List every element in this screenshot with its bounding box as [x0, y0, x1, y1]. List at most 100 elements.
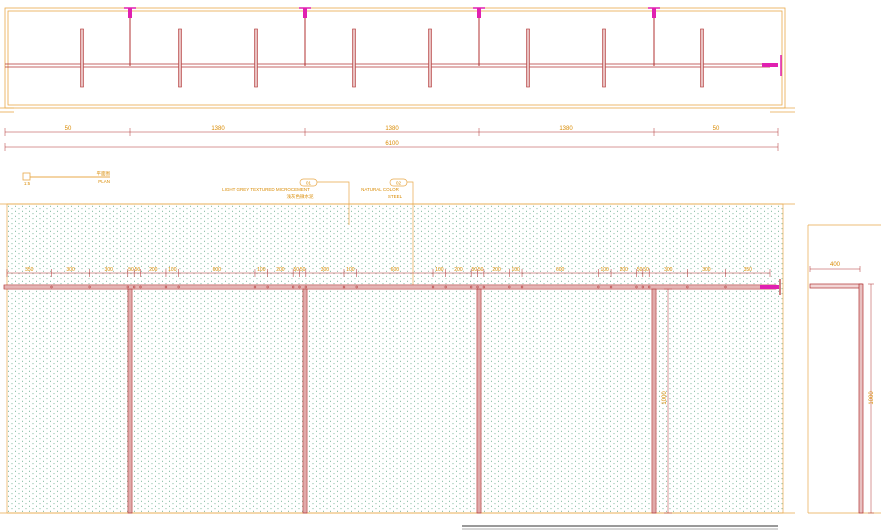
- elev-dim-text-4: 50: [128, 267, 134, 273]
- elev-dim-text-13: 300: [321, 267, 330, 273]
- plan-dimension-ticks: [4, 128, 779, 151]
- elev-dim-text-11: 50: [294, 267, 300, 273]
- elev-dim-text-18: 50: [472, 267, 478, 273]
- elev-dim-text-19: 50: [478, 267, 484, 273]
- section-width-text: 400: [830, 262, 841, 268]
- plan-dim-3: 1380: [385, 126, 399, 132]
- elev-dim-text-26: 50: [643, 267, 649, 273]
- callout-microcement-tag: 01: [306, 181, 312, 186]
- plan-picket-6: [526, 28, 530, 88]
- rail-marker-8: [253, 285, 257, 289]
- elev-dim-text-6: 200: [149, 267, 158, 273]
- rail-marker-6: [164, 285, 168, 289]
- elevation-height-dimension: 1000: [662, 288, 672, 514]
- rail-marker-22: [597, 285, 600, 289]
- elev-dim-text-28: 300: [702, 267, 711, 273]
- rail-marker-26: [647, 285, 651, 289]
- plan-inner-outline: [7, 10, 783, 106]
- handrail-end-cap-magenta: [760, 285, 779, 289]
- callout-microcement-line1: LIGHT GREY TEXTURED MICROCEMENT: [222, 187, 310, 192]
- elevation-posts: [127, 288, 657, 514]
- microcement-wall: [6, 203, 784, 514]
- elev-dim-text-8: 600: [213, 267, 222, 273]
- plan-view: [0, 7, 795, 113]
- plan-picket-1: [80, 28, 84, 88]
- elev-dim-text-5: 50: [135, 267, 141, 273]
- plan-dim-5: 50: [713, 126, 720, 132]
- plan-dim-4: 1380: [559, 126, 573, 132]
- elev-dim-text-25: 50: [637, 267, 643, 273]
- plan-dim-total: 6100: [385, 141, 399, 147]
- rail-marker-11: [298, 285, 301, 289]
- plan-label: 1:5 平面图 PLAN: [22, 171, 111, 186]
- elev-dim-text-12: 50: [300, 267, 306, 273]
- plan-picket-5: [428, 28, 432, 88]
- plan-label-title: 平面图: [97, 171, 111, 177]
- rail-marker-2: [88, 285, 91, 289]
- plan-label-subtitle: PLAN: [98, 179, 110, 184]
- rail-marker-3: [126, 285, 130, 289]
- elev-dim-text-10: 200: [276, 267, 285, 273]
- elev-dim-text-15: 600: [391, 267, 400, 273]
- rail-marker-13: [342, 285, 346, 289]
- rail-marker-24: [635, 285, 638, 289]
- callout-steel-line2: STEEL: [388, 194, 403, 199]
- elevation-dimension-ticks: [6, 269, 771, 277]
- elev-dim-text-20: 200: [492, 267, 501, 273]
- section-rail: [809, 283, 863, 289]
- rail-marker-12: [304, 285, 308, 289]
- elev-dim-text-21: 100: [511, 267, 520, 273]
- rail-marker-20: [508, 285, 511, 289]
- rail-marker-14: [355, 285, 358, 289]
- plan-rail-end-magenta: [762, 63, 778, 67]
- rail-marker-28: [724, 285, 727, 289]
- plan-picket-2: [178, 28, 182, 88]
- plan-rail: [5, 63, 770, 68]
- callout-steel-tag: 02: [396, 181, 402, 186]
- handrail-picket-markers: [50, 285, 727, 289]
- callout-steel-line1: NATURAL COLOR: [361, 187, 400, 192]
- elev-dim-text-27: 300: [664, 267, 673, 273]
- plan-post-cap-1: [128, 8, 132, 18]
- rail-marker-1: [50, 285, 53, 289]
- plan-dimension-texts: 50 1380 1380 1380 50 6100: [65, 126, 720, 147]
- elev-dim-text-24: 200: [620, 267, 629, 273]
- rail-marker-7: [177, 285, 180, 289]
- handrail: [3, 279, 781, 295]
- rail-marker-25: [641, 285, 645, 289]
- rail-marker-21: [520, 285, 524, 289]
- rail-marker-18: [476, 285, 479, 289]
- plan-dim-2: 1380: [211, 126, 225, 132]
- elev-dim-text-7: 100: [168, 267, 177, 273]
- callout-microcement-line2: 浅灰色微水泥: [287, 193, 314, 200]
- rail-marker-4: [132, 285, 136, 289]
- plan-dim-1: 50: [65, 126, 72, 132]
- elev-dim-text-29: 350: [744, 267, 753, 273]
- elev-dim-text-9: 100: [257, 267, 266, 273]
- plan-picket-3: [254, 28, 258, 88]
- plan-post-cap-3: [477, 8, 481, 18]
- rail-marker-16: [444, 285, 447, 289]
- plan-picket-4: [352, 28, 356, 88]
- rail-marker-23: [609, 285, 613, 289]
- rail-marker-17: [469, 285, 473, 289]
- plan-post-cap-2: [303, 8, 307, 18]
- elev-dim-text-14: 100: [346, 267, 355, 273]
- plan-label-index: 1:5: [24, 181, 31, 186]
- section-post: [858, 283, 864, 514]
- elev-dim-text-16: 100: [435, 267, 444, 273]
- rail-marker-5: [139, 285, 142, 289]
- plan-posts: [124, 7, 782, 76]
- elev-dim-text-22: 600: [556, 267, 565, 273]
- plan-dimension-lines: [5, 131, 778, 148]
- rail-marker-15: [431, 285, 435, 289]
- plan-post-cap-4: [652, 8, 656, 18]
- plan-picket-7: [602, 28, 606, 88]
- rail-marker-27: [686, 285, 689, 289]
- plan-pickets: [80, 28, 704, 88]
- elev-dim-text-3: 300: [105, 267, 114, 273]
- section-height-text: 1000: [869, 391, 875, 405]
